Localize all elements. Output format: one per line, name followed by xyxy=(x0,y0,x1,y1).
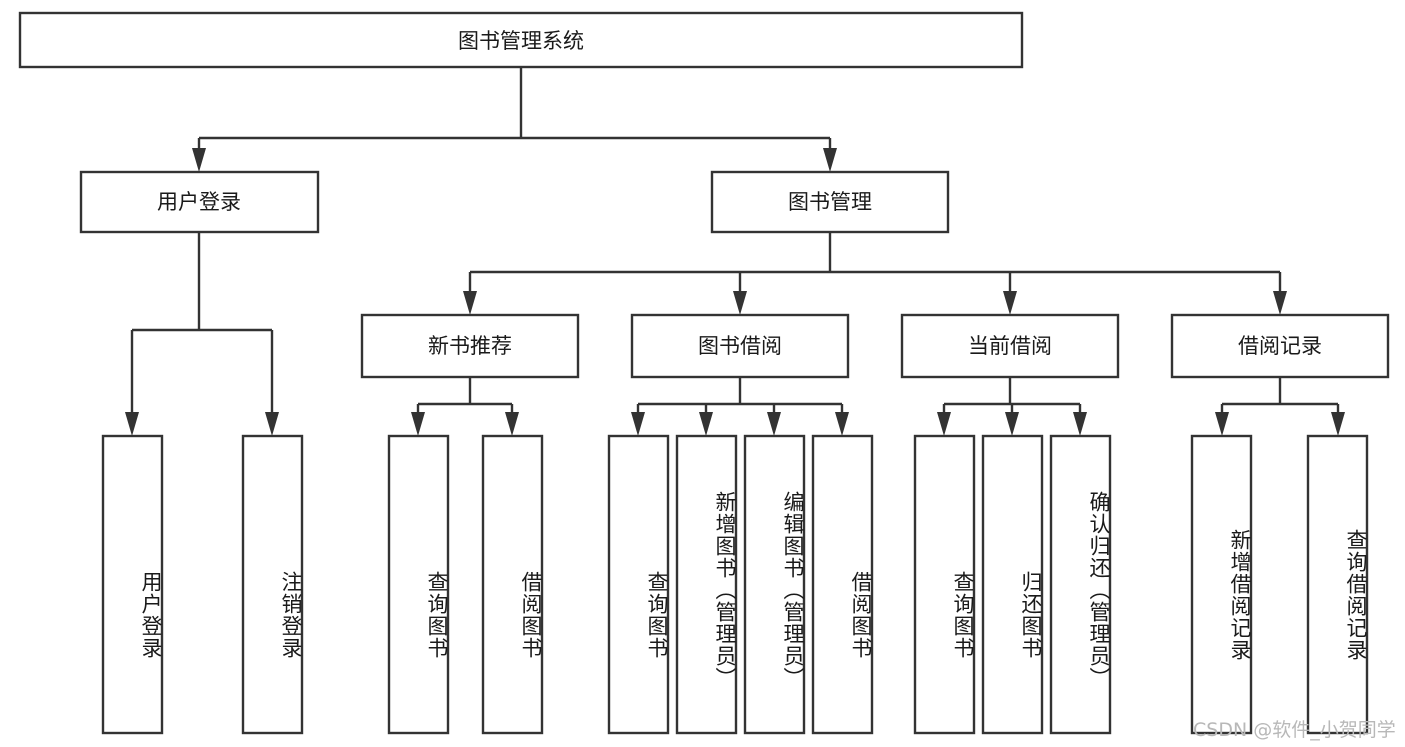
node-root-box[interactable] xyxy=(18,11,1024,69)
arrow-to-leaf-query-book-1 xyxy=(411,412,425,436)
node-book-management-box[interactable] xyxy=(710,170,950,234)
leaf-add-book-box[interactable] xyxy=(675,434,738,735)
node-user-login[interactable]: 用户登录 xyxy=(79,170,320,234)
arrow-to-leaf-add-book xyxy=(699,412,713,436)
node-book-management-label: 图书管理 xyxy=(788,190,872,214)
leaf-logout-login-box[interactable] xyxy=(241,434,304,735)
arrow-to-book-management xyxy=(823,148,837,172)
node-book-borrow[interactable]: 图书借阅 xyxy=(630,313,850,379)
arrow-to-leaf-query-book-2 xyxy=(631,412,645,436)
arrow-to-leaf-query-book-3 xyxy=(937,412,951,436)
leaf-query-record-box[interactable] xyxy=(1306,434,1369,735)
leaf-box-group xyxy=(101,434,1369,735)
node-new-book-recommend-label: 新书推荐 xyxy=(428,334,512,358)
arrow-to-leaf-user-login xyxy=(125,412,139,436)
arrow-to-leaf-confirm-return xyxy=(1073,412,1087,436)
arrow-to-leaf-borrow-book-1 xyxy=(505,412,519,436)
leaf-query-book-2-box[interactable] xyxy=(607,434,670,735)
leaf-borrow-book-1-box[interactable] xyxy=(481,434,544,735)
connector-group xyxy=(125,67,1345,436)
leaf-edit-book-box[interactable] xyxy=(743,434,806,735)
node-book-borrow-box[interactable] xyxy=(630,313,850,379)
arrow-to-book-borrow xyxy=(733,291,747,315)
leaf-user-login-box[interactable] xyxy=(101,434,164,735)
node-borrow-record[interactable]: 借阅记录 xyxy=(1170,313,1390,379)
node-root-label: 图书管理系统 xyxy=(458,29,584,53)
leaf-add-record-box[interactable] xyxy=(1190,434,1253,735)
arrow-to-leaf-add-record xyxy=(1215,412,1229,436)
node-current-borrow[interactable]: 当前借阅 xyxy=(900,313,1120,379)
leaf-query-book-1-box[interactable] xyxy=(387,434,450,735)
node-book-management[interactable]: 图书管理 xyxy=(710,170,950,234)
leaf-confirm-return-box[interactable] xyxy=(1049,434,1112,735)
arrow-to-user-login xyxy=(192,148,206,172)
node-borrow-record-label: 借阅记录 xyxy=(1238,334,1322,358)
node-current-borrow-label: 当前借阅 xyxy=(968,334,1052,358)
watermark-label: CSDN @软件_小贺同学 xyxy=(1193,719,1396,741)
arrow-to-new-book-recommend xyxy=(463,291,477,315)
node-new-book-recommend[interactable]: 新书推荐 xyxy=(360,313,580,379)
arrow-to-leaf-return-book xyxy=(1005,412,1019,436)
node-current-borrow-box[interactable] xyxy=(900,313,1120,379)
arrow-to-leaf-query-record xyxy=(1331,412,1345,436)
node-book-borrow-label: 图书借阅 xyxy=(698,334,782,358)
node-borrow-record-box[interactable] xyxy=(1170,313,1390,379)
arrow-to-leaf-edit-book xyxy=(767,412,781,436)
arrow-to-current-borrow xyxy=(1003,291,1017,315)
leaf-query-book-3-box[interactable] xyxy=(913,434,976,735)
leaf-borrow-book-2-box[interactable] xyxy=(811,434,874,735)
node-root[interactable]: 图书管理系统 xyxy=(18,11,1024,69)
leaf-return-book-box[interactable] xyxy=(981,434,1044,735)
arrow-to-borrow-record xyxy=(1273,291,1287,315)
arrow-to-leaf-borrow-book-2 xyxy=(835,412,849,436)
node-user-login-box[interactable] xyxy=(79,170,320,234)
arrow-to-leaf-logout-login xyxy=(265,412,279,436)
node-user-login-label: 用户登录 xyxy=(157,190,241,214)
node-new-book-recommend-box[interactable] xyxy=(360,313,580,379)
